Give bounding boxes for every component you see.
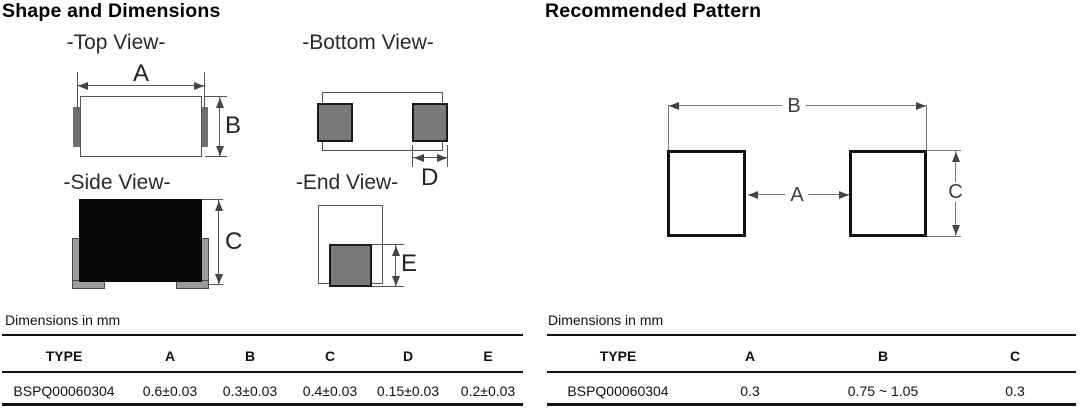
shape-table-header-e: E (483, 348, 493, 364)
pattern-table-header-type: TYPE (599, 348, 637, 364)
shape-table-cell-e: 0.2±0.03 (460, 383, 516, 399)
pattern-dim-a-arrow-right (839, 190, 849, 199)
pattern-section-heading: Recommended Pattern (545, 0, 762, 22)
dim-b-arrow-down (215, 146, 224, 156)
dim-d-ext-right (447, 145, 448, 167)
dim-a-ext-right (204, 72, 205, 110)
dim-b-label: B (225, 112, 242, 139)
pattern-dim-b-label: B (782, 96, 806, 116)
pattern-right-pad (849, 150, 927, 237)
pattern-table-cell-a: 0.3 (740, 383, 760, 399)
pattern-dim-b-arrow-left (669, 101, 679, 110)
pattern-table-cell-type: BSPQ00060304 (567, 383, 669, 399)
shape-table-cell-type: BSPQ00060304 (13, 383, 115, 399)
dim-e-arrow-up (391, 246, 400, 256)
dim-e-ext-bottom (372, 286, 404, 287)
pattern-table-cell-b: 0.75 ~ 1.05 (847, 383, 919, 399)
pattern-table-rule-bottom (547, 403, 1076, 406)
bottom-view-left-pad (317, 103, 353, 142)
pattern-dim-b-ext-right (926, 106, 927, 150)
side-view-label: -Side View- (63, 171, 171, 194)
dim-b-arrow-up (215, 98, 224, 108)
dim-a-arrow-left (78, 81, 88, 90)
pattern-dim-c-arrow-up (951, 152, 960, 162)
dim-c-ext-bottom (209, 284, 223, 285)
end-view-label: -End View- (295, 171, 399, 194)
pattern-dim-c-label: C (943, 182, 968, 202)
end-view-pad (329, 244, 372, 287)
pattern-dim-b-ext-left (668, 106, 669, 150)
dim-d-arrow-left (413, 153, 424, 162)
shape-table-header-c: C (324, 348, 336, 364)
pattern-table-cell-c: 0.3 (1005, 383, 1025, 399)
top-view-right-terminal (201, 107, 208, 147)
dim-b-ext-top (205, 96, 227, 97)
dim-a-label: A (133, 60, 150, 87)
pattern-dim-a-arrow-left (748, 190, 758, 199)
dim-c-ext-top (202, 199, 223, 200)
bottom-view-right-pad (412, 103, 448, 142)
dim-d-ext-left (412, 145, 413, 167)
pattern-table-rule-top (547, 334, 1076, 336)
dim-c-arrow-down (214, 274, 223, 284)
dim-b-line (219, 97, 220, 157)
top-view-body (80, 96, 202, 157)
shape-table-header-type: TYPE (45, 348, 83, 364)
dim-d-line (413, 157, 447, 158)
pattern-table-header-b: B (877, 348, 889, 364)
dim-e-arrow-down (391, 276, 400, 286)
dim-a-line (77, 85, 205, 86)
shape-table-cell-d: 0.15±0.03 (376, 383, 440, 399)
dim-e-ext-top (372, 244, 404, 245)
bottom-view-label: -Bottom View- (302, 31, 434, 54)
dim-c-line (218, 200, 219, 285)
pattern-left-pad (667, 150, 746, 237)
shape-section-heading: Shape and Dimensions (2, 0, 221, 22)
dim-b-ext-bottom (205, 156, 227, 157)
pattern-dim-c-ext-top (927, 150, 961, 151)
pattern-table-header-a: A (744, 348, 756, 364)
dim-d-label: D (421, 164, 439, 191)
dim-d-arrow-right (437, 153, 447, 162)
dim-c-label: C (225, 228, 243, 255)
shape-table-header-b: B (244, 348, 256, 364)
pattern-dim-c-arrow-down (951, 225, 960, 235)
shape-units-note: Dimensions in mm (5, 312, 121, 328)
pattern-dim-c-ext-bottom (927, 236, 961, 237)
pattern-table-rule-mid (547, 371, 1076, 373)
pattern-table-header-c: C (1009, 348, 1021, 364)
shape-table-header-d: D (402, 348, 414, 364)
shape-table-header-a: A (164, 348, 176, 364)
top-view-label: -Top View- (66, 31, 166, 54)
dim-a-ext-left (77, 72, 78, 110)
shape-table-rule-bottom (2, 403, 523, 406)
top-view-left-terminal (73, 107, 80, 147)
dim-e-line (395, 245, 396, 286)
dim-a-arrow-right (194, 81, 204, 90)
shape-table-cell-b: 0.3±0.03 (222, 383, 278, 399)
dim-e-label: E (401, 250, 418, 277)
shape-table-cell-c: 0.4±0.03 (302, 383, 358, 399)
side-view-body (79, 199, 202, 282)
pattern-units-note: Dimensions in mm (548, 312, 664, 328)
pattern-dim-a-label: A (785, 185, 809, 205)
shape-table-rule-top (2, 334, 523, 336)
shape-table-cell-a: 0.6±0.03 (142, 383, 198, 399)
pattern-dim-b-arrow-right (916, 101, 926, 110)
dim-c-arrow-up (214, 201, 223, 211)
shape-table-rule-mid (2, 371, 523, 373)
